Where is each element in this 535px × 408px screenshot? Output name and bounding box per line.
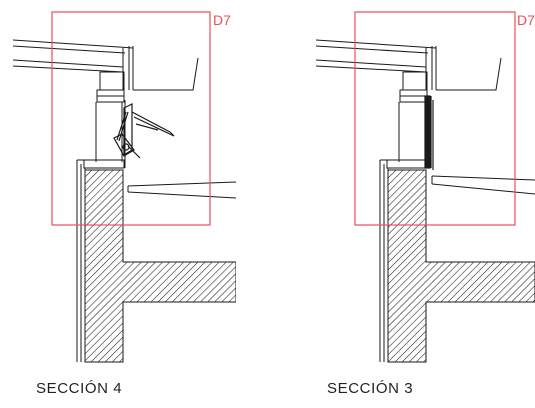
leader-line: [133, 57, 199, 91]
structure-hatched: [76, 159, 236, 363]
window-head: [96, 71, 125, 103]
lower-slab: [431, 175, 535, 195]
section-3-caption: SECCIÓN 3: [327, 380, 414, 397]
window-sill: [386, 159, 428, 169]
lower-slab: [127, 181, 236, 199]
window-sill: [83, 159, 125, 169]
section-3-drawing: [315, 39, 535, 363]
vent-sash-closed: [424, 95, 434, 170]
detail-tag-right: D7: [517, 12, 535, 28]
structure-hatched: [379, 159, 535, 363]
detail-frame-d7-left: [51, 11, 211, 226]
section-4-drawing: [12, 39, 236, 363]
detail-tag-left: D7: [213, 12, 231, 28]
vent-sash-open: [113, 103, 175, 159]
roof-slab: [12, 39, 134, 90]
opening-jambs: [398, 102, 426, 162]
roof-slab: [315, 39, 437, 90]
section-4-caption: SECCIÓN 4: [36, 380, 123, 397]
detail-frame-d7-right: [354, 11, 516, 226]
window-head: [399, 71, 428, 103]
leader-line: [436, 57, 502, 91]
